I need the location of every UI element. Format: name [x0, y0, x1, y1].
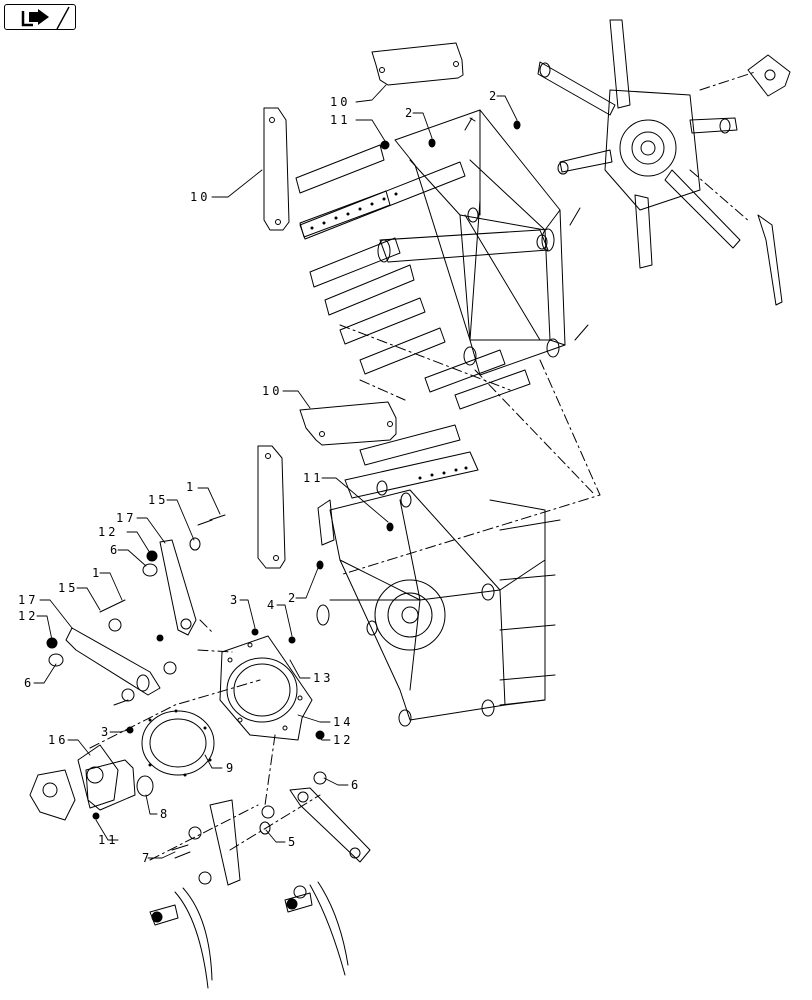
- bearing-plates: [141, 635, 313, 777]
- leader-lines: [33, 84, 518, 859]
- callout-label: 11: [330, 113, 351, 127]
- callout-label: 6: [24, 676, 35, 690]
- reel-spider: [537, 19, 791, 306]
- callout-label: 12: [18, 609, 39, 623]
- guard-plates: [257, 42, 464, 569]
- callout-label: 3: [230, 593, 241, 607]
- callout-label: 2: [288, 591, 299, 605]
- callout-label: 3: [101, 725, 112, 739]
- upper-frame-assembly: [295, 109, 589, 410]
- callout-label: 9: [226, 761, 237, 775]
- callout-label: 2: [405, 106, 416, 120]
- callout-label: 10: [190, 190, 211, 204]
- callout-label: 6: [351, 778, 362, 792]
- callout-label: 4: [267, 598, 278, 612]
- callout-label: 10: [330, 95, 351, 109]
- callout-label: 8: [160, 807, 171, 821]
- callout-label: 17: [116, 511, 137, 525]
- callout-label: 17: [18, 593, 39, 607]
- callout-label: 6: [110, 543, 121, 557]
- callout-label: 13: [313, 671, 334, 685]
- callout-label: 11: [98, 833, 119, 847]
- callout-label: 15: [58, 581, 79, 595]
- lower-frame-assembly: [316, 424, 561, 727]
- callout-label: 5: [288, 835, 299, 849]
- hardware: [46, 120, 521, 923]
- callout-label: 12: [98, 525, 119, 539]
- callout-label: 14: [333, 715, 354, 729]
- callout-label: 15: [148, 493, 169, 507]
- callout-label: 7: [142, 851, 153, 865]
- return-arrow-icon: [21, 6, 70, 30]
- callout-label: 12: [333, 733, 354, 747]
- back-navigation-button[interactable]: [4, 4, 76, 30]
- drive-arms: [29, 539, 371, 989]
- callout-label: 1: [92, 566, 103, 580]
- center-lines: [89, 71, 756, 861]
- callout-label: 16: [48, 733, 69, 747]
- callout-label: 1: [186, 480, 197, 494]
- callout-label: 11: [303, 471, 324, 485]
- callout-label: 10: [262, 384, 283, 398]
- callout-label: 2: [489, 89, 500, 103]
